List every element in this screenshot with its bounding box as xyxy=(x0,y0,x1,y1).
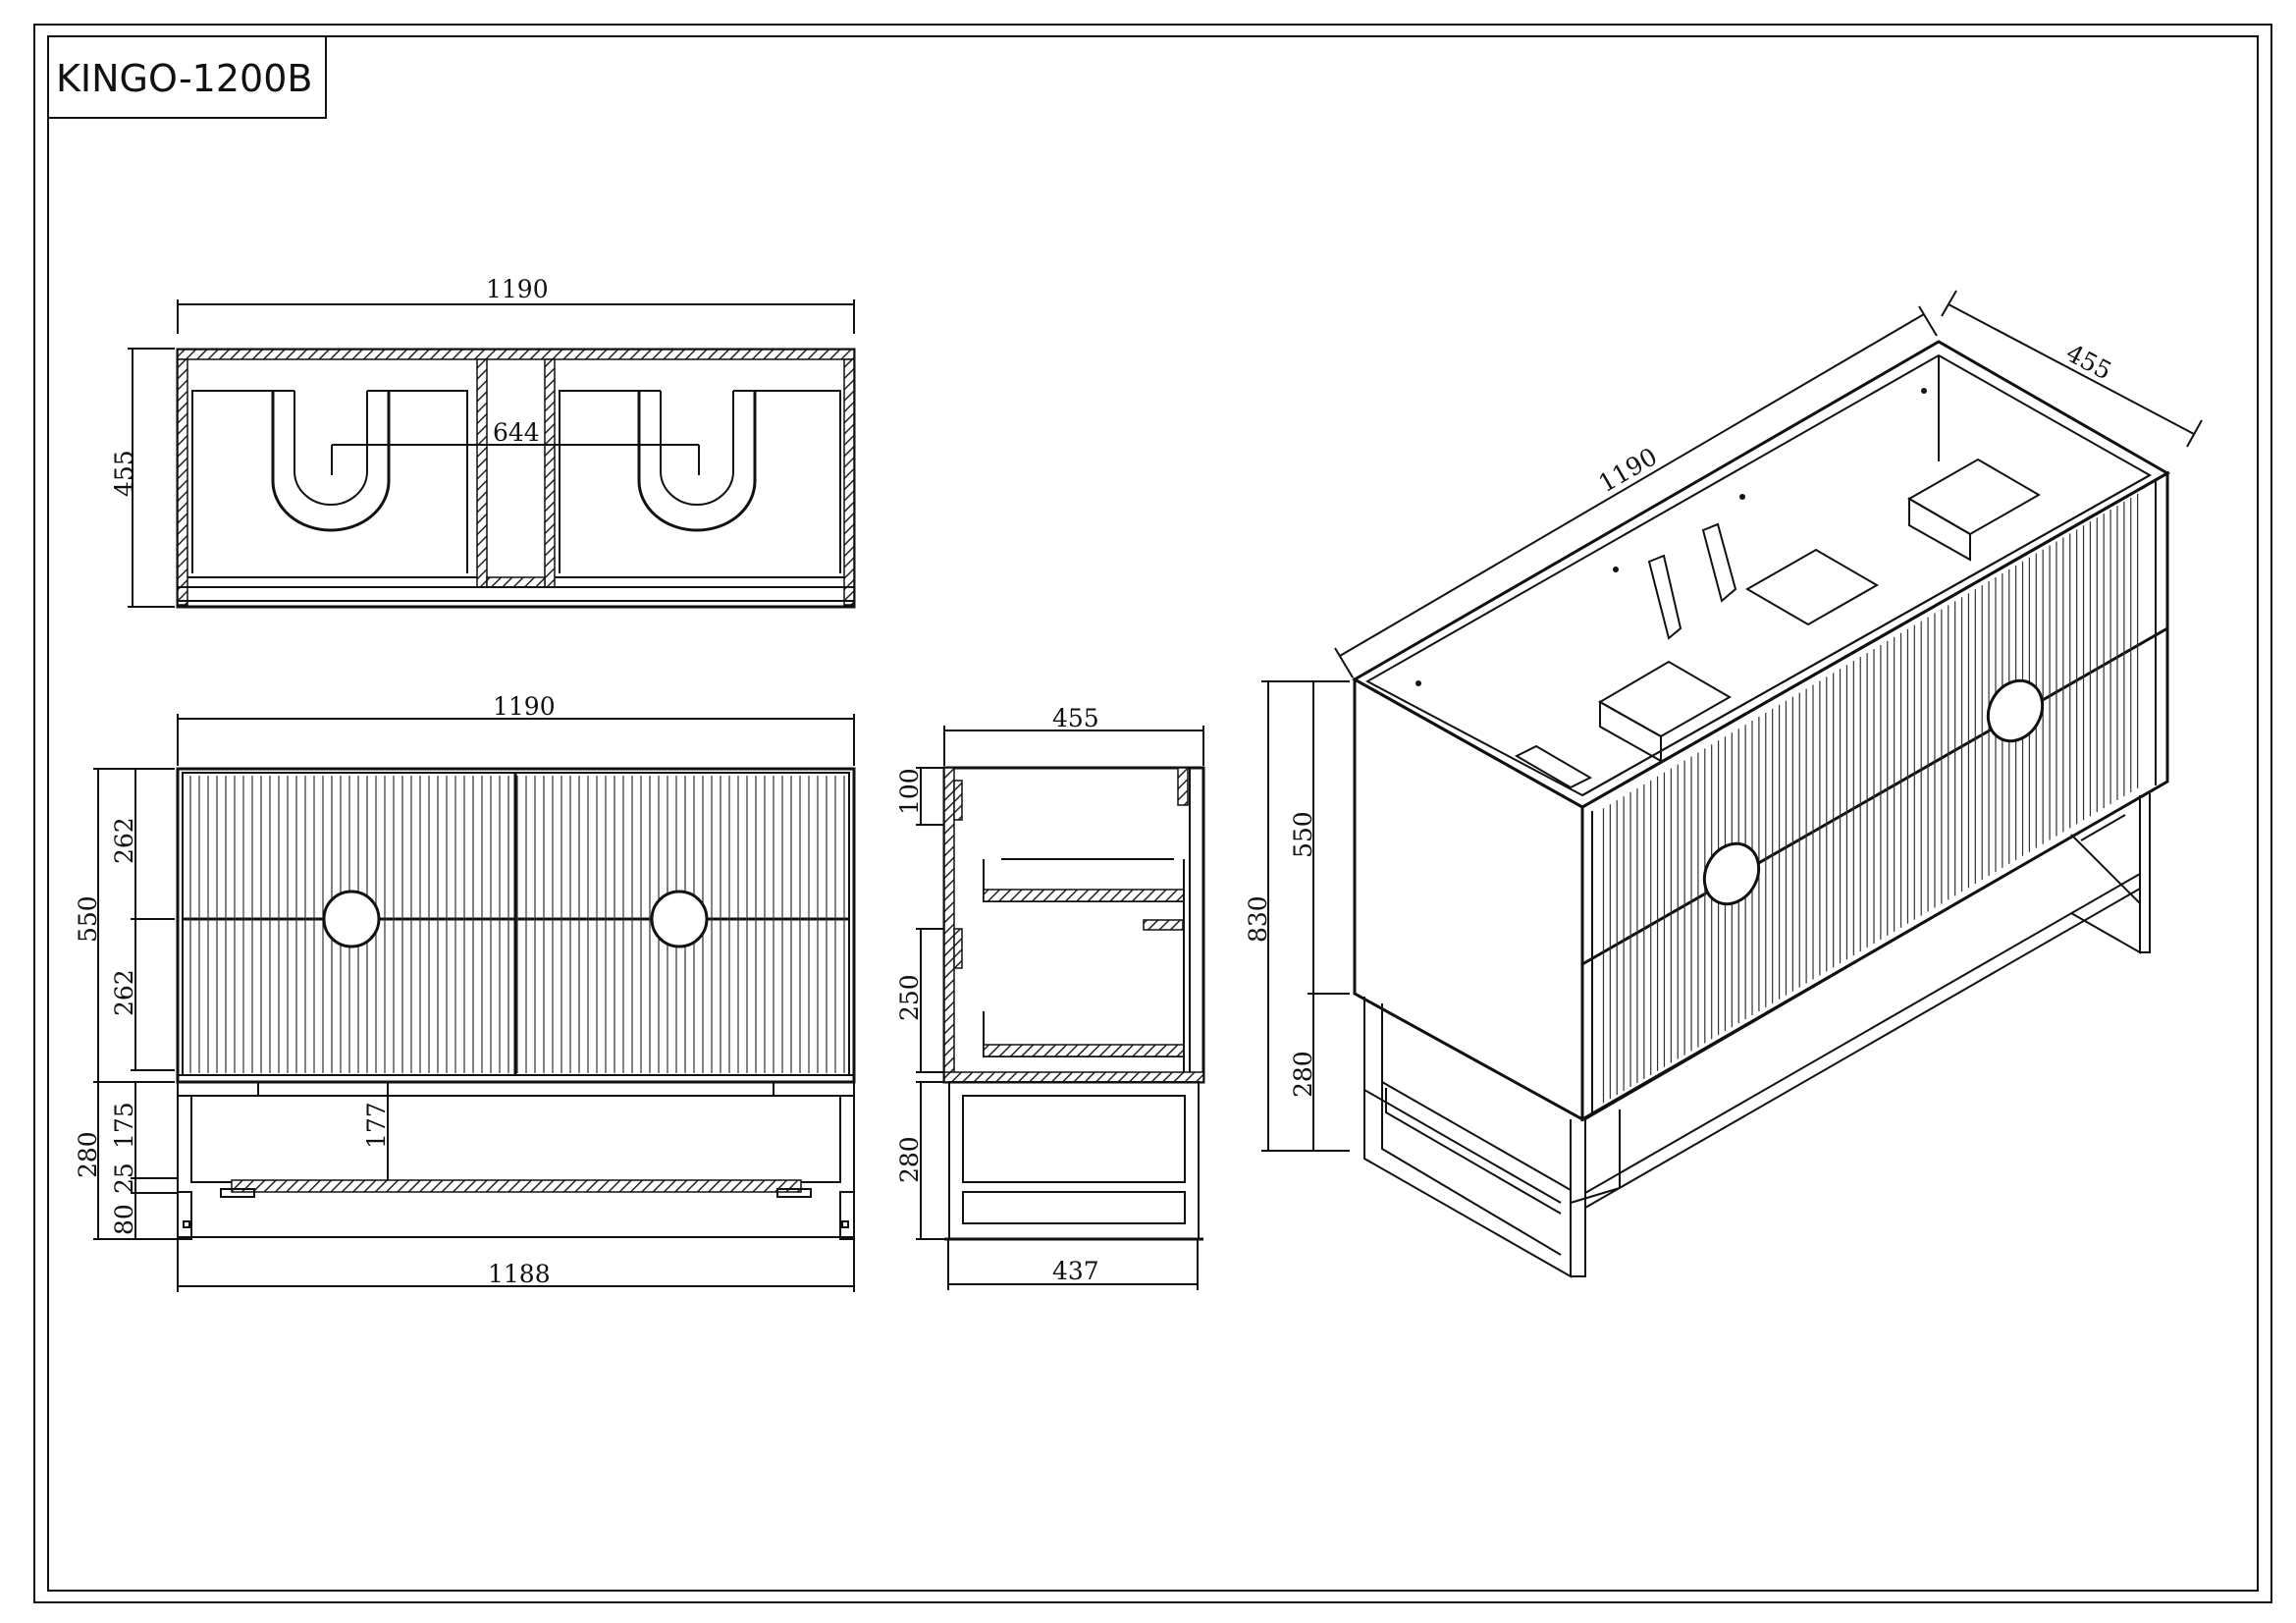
lower-drawer-label: 250 xyxy=(895,974,924,1021)
frame-height-label: 280 xyxy=(74,1131,102,1178)
iso-cabinet-height-label: 550 xyxy=(1289,811,1317,858)
cabinet-height-label: 550 xyxy=(74,895,102,943)
top-view: 1190 455 64 xyxy=(110,275,856,609)
title-block: KINGO-1200B xyxy=(47,35,327,119)
base-width-label: 1188 xyxy=(488,1260,551,1288)
side-frame-height-label: 280 xyxy=(895,1136,924,1183)
front-width-label: 1190 xyxy=(493,692,556,721)
frame-upper-label: 175 xyxy=(110,1102,138,1149)
outer-border xyxy=(33,24,2272,1603)
model-label: KINGO-1200B xyxy=(56,57,312,100)
drawer-lower-label: 262 xyxy=(110,969,138,1016)
iso-frame-height-label: 280 xyxy=(1289,1051,1317,1098)
iso-total-height-label: 830 xyxy=(1244,895,1272,943)
top-depth-label: 455 xyxy=(110,450,138,497)
round-pull-handle-icon xyxy=(322,890,381,948)
round-pull-handle-icon xyxy=(1986,678,2045,743)
isometric-view: 1190 455 830 550 280 xyxy=(1244,290,2203,1278)
inner-border xyxy=(47,35,2259,1592)
base-depth-label: 437 xyxy=(1052,1257,1099,1285)
leg-clearance-label: 80 xyxy=(110,1204,138,1235)
fluted-panel xyxy=(189,776,845,1073)
top-width-label: 1190 xyxy=(486,275,549,303)
drain-spacing-label: 644 xyxy=(493,418,540,447)
shelf-thickness-label: 25 xyxy=(110,1163,138,1194)
side-view: 455 100 250 280 xyxy=(895,704,1205,1290)
drawer-upper-label: 262 xyxy=(110,817,138,864)
shelf-gap-label: 177 xyxy=(362,1102,391,1149)
side-depth-label: 455 xyxy=(1052,704,1099,732)
iso-length-label: 1190 xyxy=(1594,442,1663,498)
round-pull-handle-icon xyxy=(1702,841,1761,906)
front-view: 1190 550 262 262 280 175 25 80 xyxy=(74,692,856,1292)
round-pull-handle-icon xyxy=(650,890,709,948)
top-drawer-gap-label: 100 xyxy=(895,768,924,815)
